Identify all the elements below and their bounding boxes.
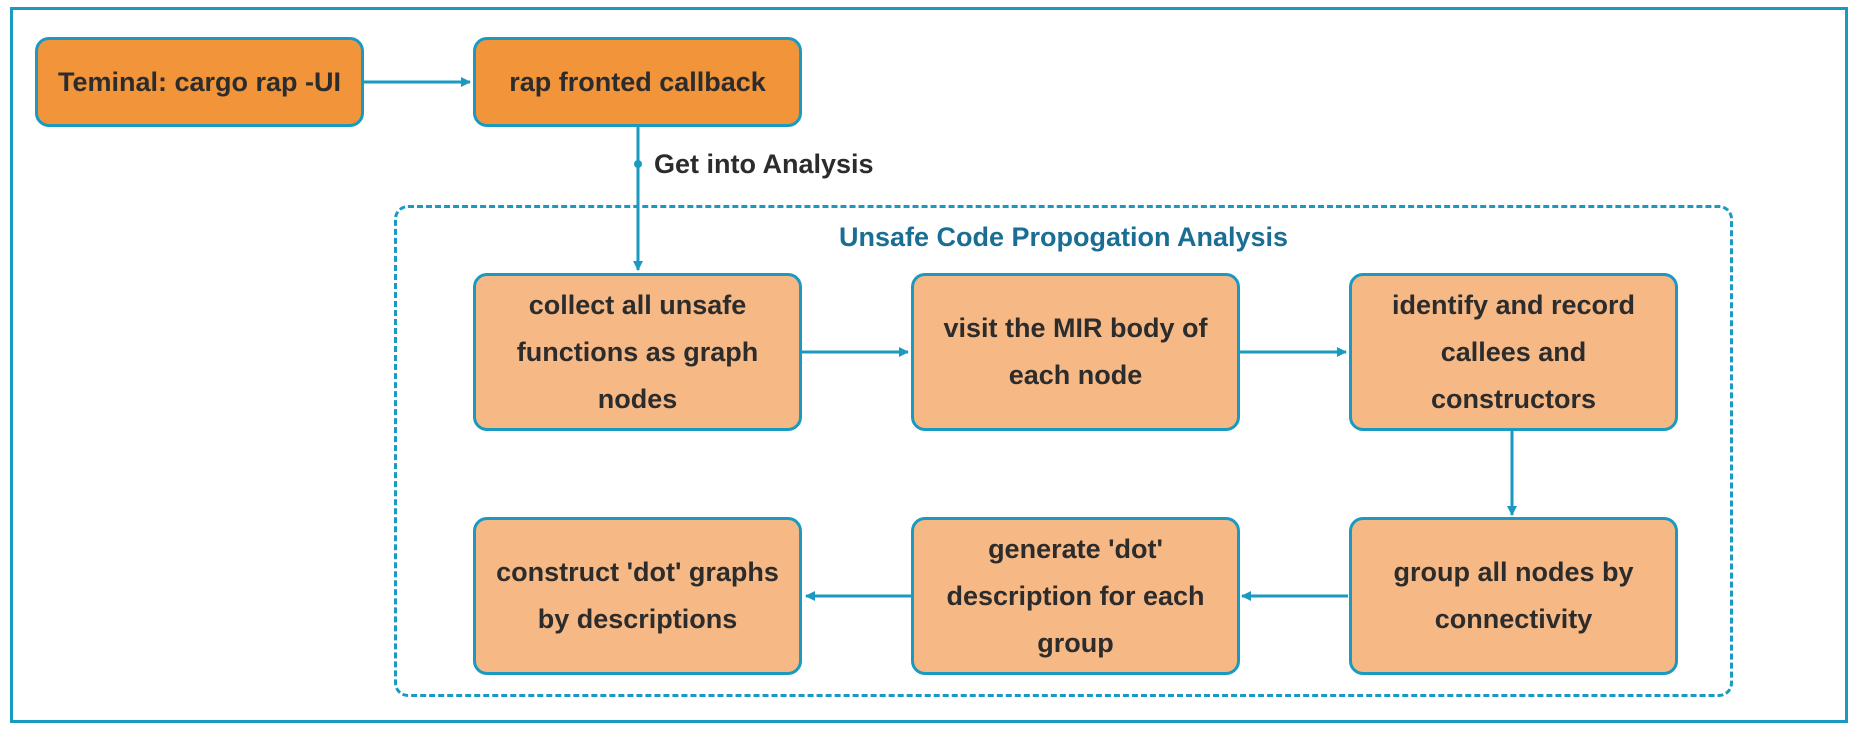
node-collect: collect all unsafe functions as graph no…: [473, 273, 802, 431]
group-title: Unsafe Code Propogation Analysis: [838, 222, 1289, 252]
outer-frame: [10, 7, 1848, 723]
edge-label-dot: [634, 160, 642, 168]
node-group-nodes: group all nodes by connectivity: [1349, 517, 1678, 675]
node-frontend: rap fronted callback: [473, 37, 802, 127]
edge-label-get-into-analysis: Get into Analysis: [654, 149, 874, 179]
node-visit: visit the MIR body of each node: [911, 273, 1240, 431]
node-construct: construct 'dot' graphs by descriptions: [473, 517, 802, 675]
node-identify: identify and record callees and construc…: [1349, 273, 1678, 431]
analysis-group-box: [394, 205, 1733, 697]
node-generate: generate 'dot' description for each grou…: [911, 517, 1240, 675]
node-terminal: Teminal: cargo rap -UI: [35, 37, 364, 127]
